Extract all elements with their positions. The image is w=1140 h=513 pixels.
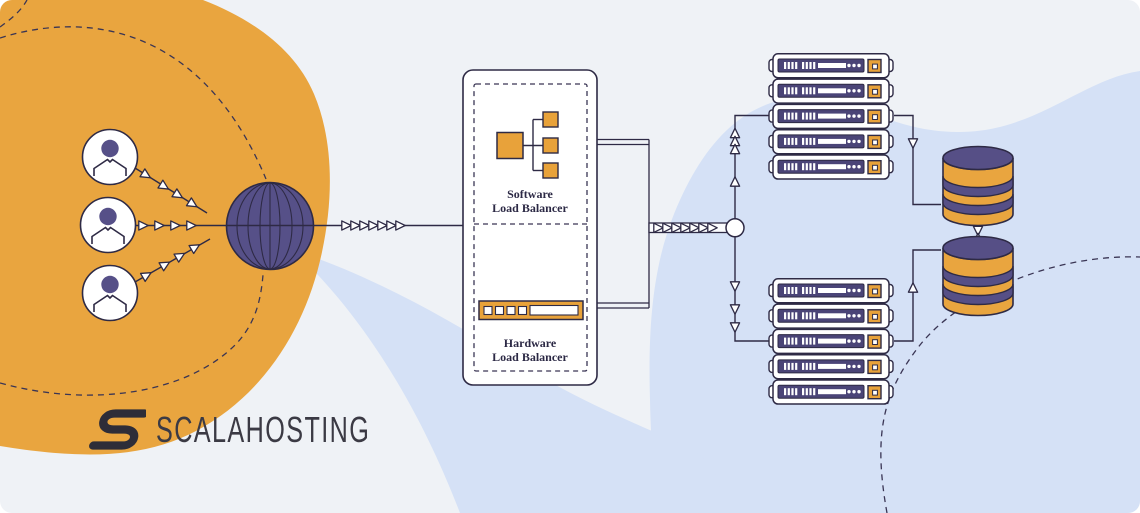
software-lb-label-line2: Load Balancer [492,200,568,215]
hardware-lb-label-line2: Load Balancer [492,349,568,364]
database-icon-bottom [942,235,1014,317]
distribution-wiring [597,114,770,342]
users-group [79,128,139,322]
user-icon-2 [79,196,137,254]
load-balancer-box [462,69,598,386]
request-arrows [134,167,463,283]
hardware-lb-icon [478,300,584,321]
user-icon-1 [81,128,139,186]
blue-blob-main [649,71,1140,513]
software-lb-icon [496,111,559,179]
hardware-lb-label: Hardware Load Balancer [463,336,597,364]
dashed-arcs-left [0,0,267,396]
brand-name: SCALAHOSTING [156,409,371,450]
software-lb-label: Software Load Balancer [463,187,597,215]
distribution-node [725,218,745,238]
brand-logo: SCALAHOSTING [84,406,462,454]
server-rack-bottom [768,278,894,405]
user-icon-3 [81,264,139,322]
hardware-lb-label-line1: Hardware [503,336,557,350]
database-icon-top [942,145,1014,227]
software-lb-label-line1: Software [507,187,553,201]
server-rack-top [768,53,894,180]
dashed-arc-right [880,256,1140,513]
orange-blob [0,0,330,455]
scalahosting-s-icon [89,409,146,450]
